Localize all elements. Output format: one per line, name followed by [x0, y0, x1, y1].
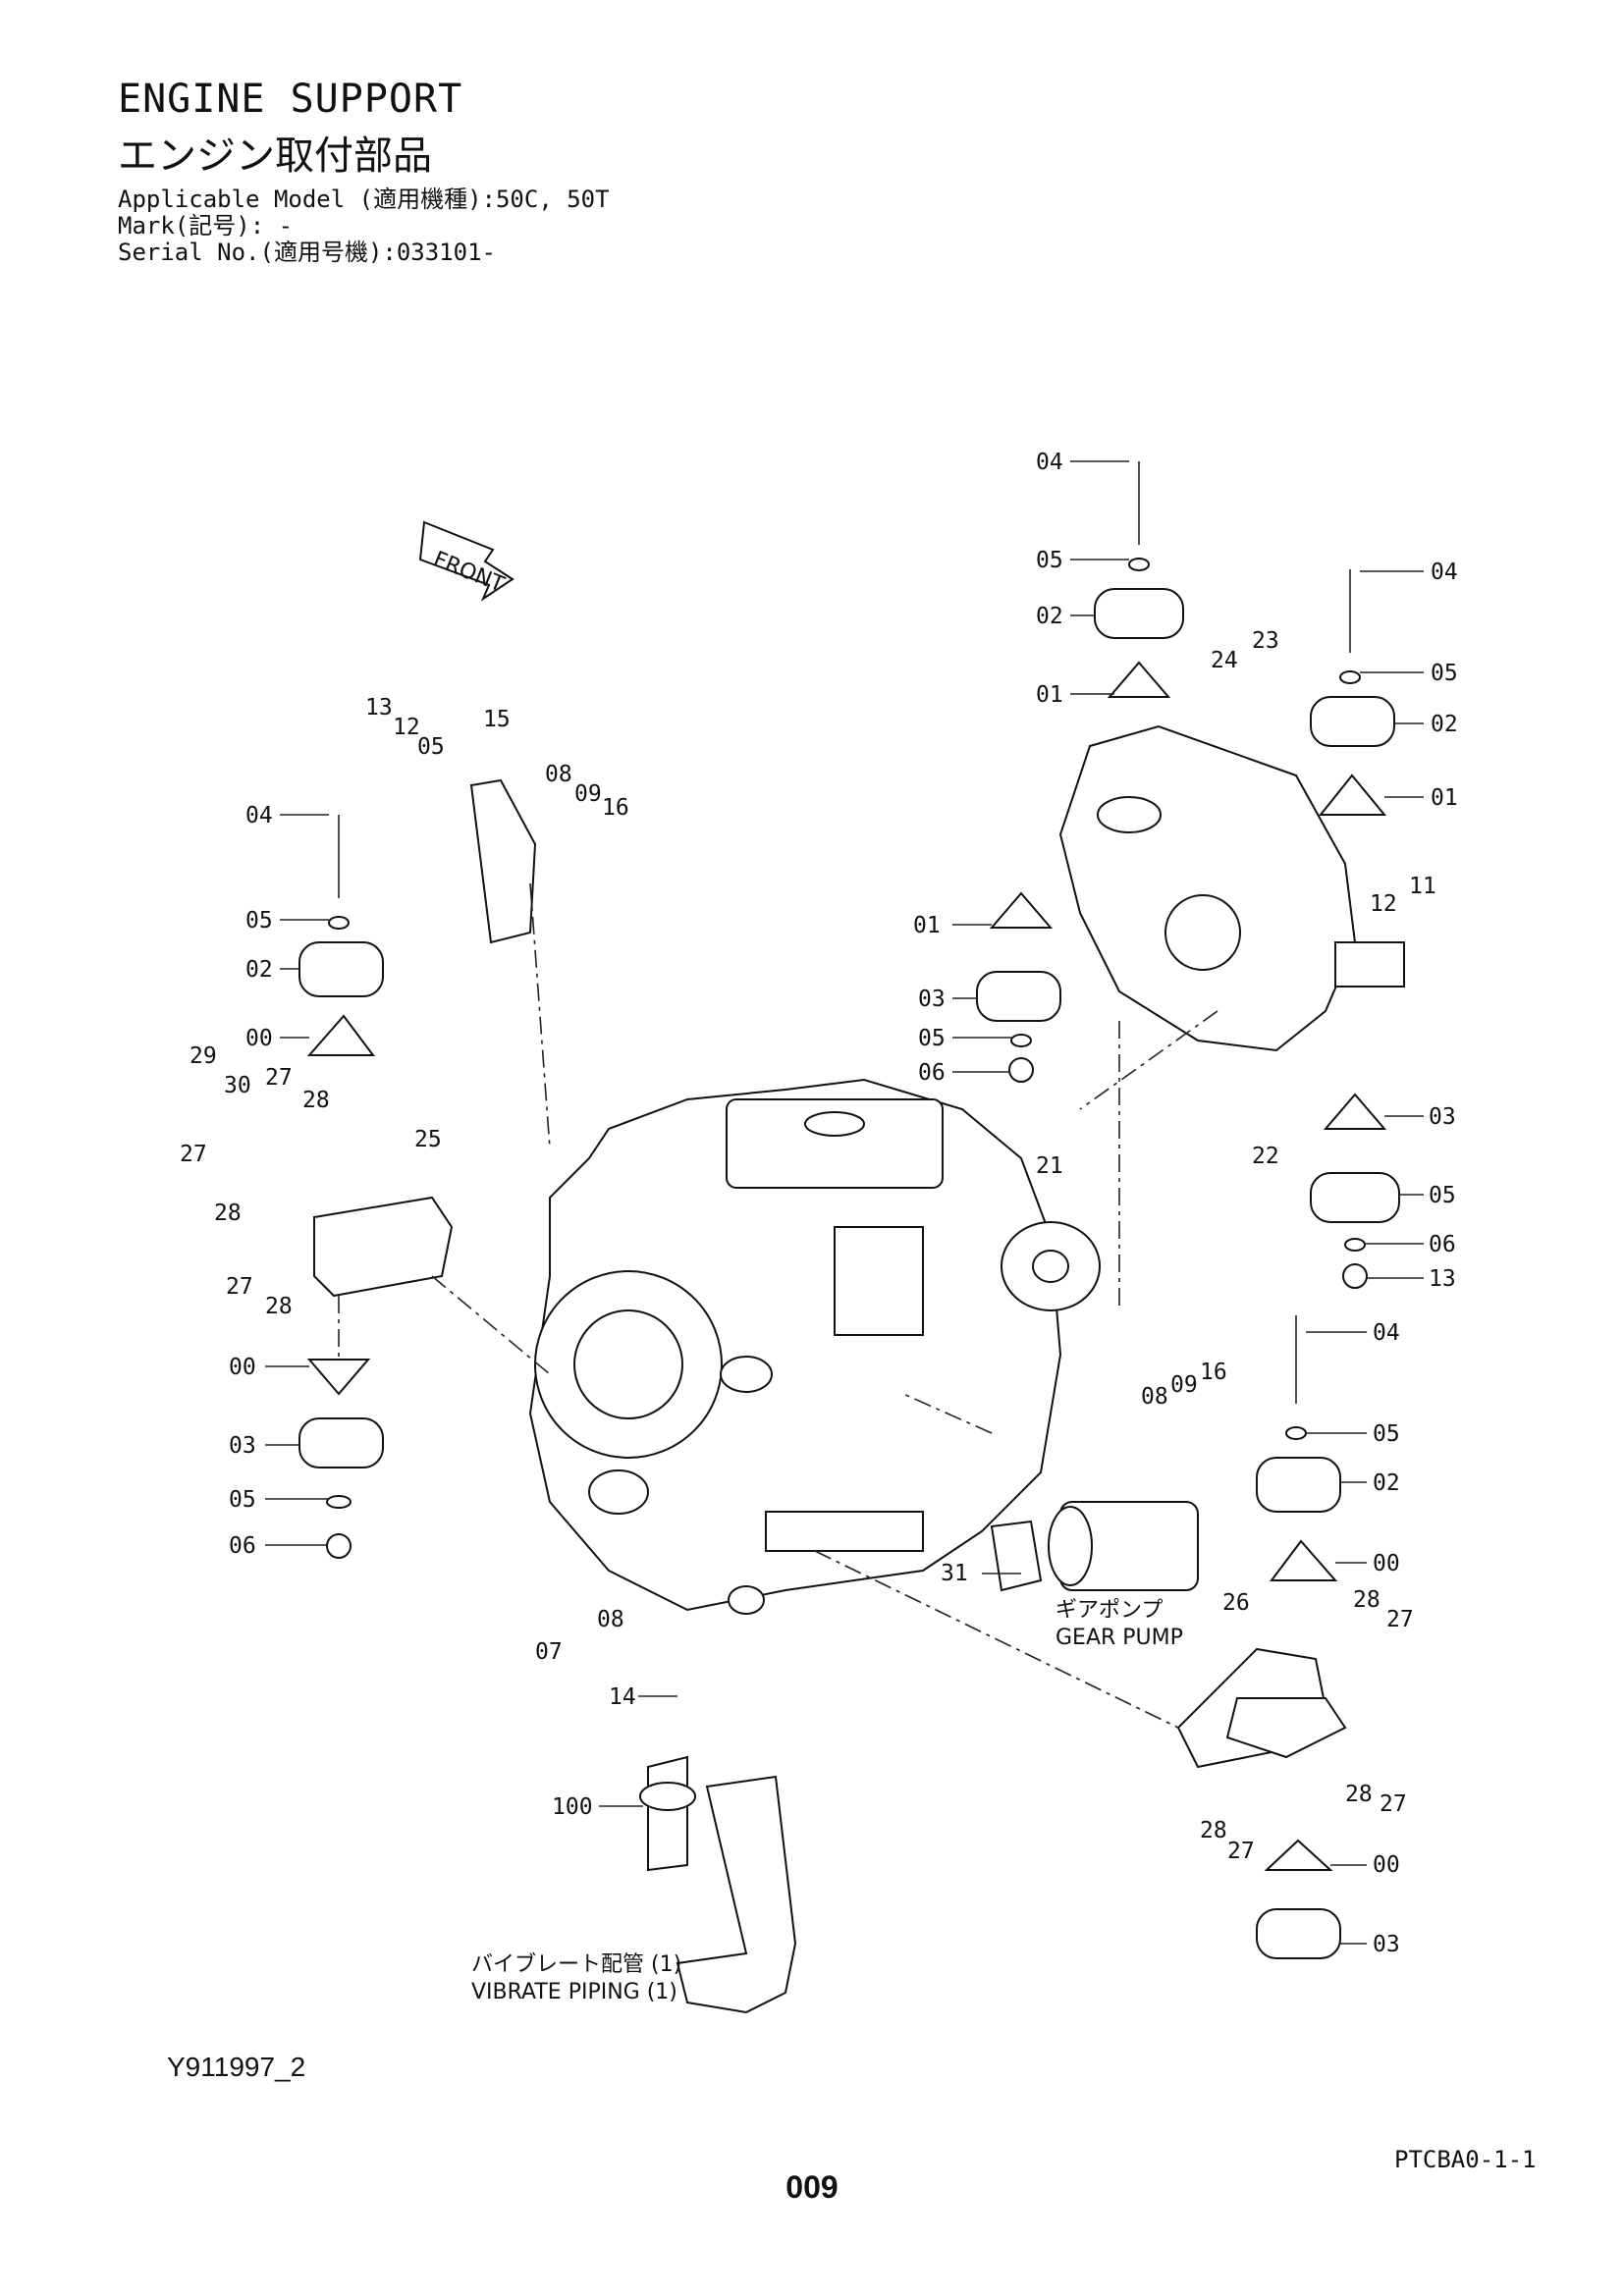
callout: 04: [245, 803, 273, 828]
callout: 31: [941, 1561, 968, 1586]
page-number: 009: [785, 2169, 839, 2205]
callout: 27: [1227, 1839, 1255, 1864]
callout-labels: 04 05 02 01 03 05 06 04 05 02 01 11 12 2…: [180, 450, 1458, 1957]
mount-stacks: [298, 461, 1400, 1959]
callout: 08: [545, 762, 572, 787]
callout: 04: [1431, 560, 1458, 585]
callout: 06: [1429, 1232, 1456, 1257]
gear-pump-en: GEAR PUMP: [1056, 1626, 1183, 1650]
callout: 16: [1200, 1360, 1227, 1385]
callout: 02: [245, 957, 273, 983]
callout: 28: [1200, 1818, 1227, 1843]
callout: 05: [918, 1026, 946, 1051]
callout: 04: [1373, 1320, 1400, 1346]
gear-pump-jp: ギアポンプ: [1056, 1598, 1163, 1623]
drawing-id: Y911997_2: [167, 2052, 306, 2082]
engine-block: [528, 1078, 1062, 1615]
callout: 13: [365, 695, 393, 721]
vibrate-piping-en: VIBRATE PIPING (1): [471, 1980, 677, 2004]
callout: 05: [1036, 548, 1063, 573]
callout: 04: [1036, 450, 1063, 475]
vibrate-piping: バイブレート配管 (1) VIBRATE PIPING (1): [471, 1755, 797, 2014]
callout: 28: [1353, 1587, 1380, 1613]
callout: 28: [265, 1294, 293, 1319]
callout: 05: [417, 734, 445, 760]
right-mount-plate: [1225, 1697, 1347, 1759]
callout: 05: [1373, 1421, 1400, 1447]
page-code: PTCBA0-1-1: [1394, 2146, 1537, 2173]
callout: 28: [302, 1088, 330, 1113]
callout: 06: [918, 1060, 946, 1086]
coupling-hub: [1032, 1250, 1069, 1283]
callout: 03: [1429, 1104, 1456, 1130]
callout: 16: [602, 795, 629, 821]
callout: 12: [393, 715, 420, 740]
callout: 27: [180, 1142, 207, 1167]
callout: 27: [1380, 1791, 1407, 1817]
callout: 09: [1170, 1372, 1198, 1398]
callout: 00: [1373, 1852, 1400, 1878]
callout: 22: [1252, 1144, 1279, 1169]
callout: 21: [1036, 1153, 1063, 1179]
callout: 15: [483, 707, 511, 732]
page-title-jp: エンジン取付部品: [118, 133, 432, 179]
callout: 00: [229, 1355, 256, 1380]
callout: 25: [414, 1127, 442, 1152]
callout: 05: [1431, 661, 1458, 686]
serial-number: Serial No.(適用号機):033101-: [118, 239, 496, 266]
flywheel-housing: [1058, 724, 1405, 1052]
callout: 03: [918, 987, 946, 1012]
callout: 02: [1431, 712, 1458, 737]
callout: 01: [1431, 785, 1458, 811]
callout: 05: [245, 908, 273, 934]
callout: 03: [229, 1433, 256, 1459]
callout: 02: [1373, 1470, 1400, 1496]
callout: 07: [535, 1639, 563, 1665]
callout: 06: [229, 1533, 256, 1559]
leader-lines: [265, 460, 1424, 1945]
callout: 23: [1252, 628, 1279, 654]
callout: 01: [1036, 682, 1063, 708]
gear-pump: ギアポンプ GEAR PUMP: [990, 1501, 1199, 1650]
mark-field: Mark(記号): -: [118, 212, 294, 240]
front-arrow-icon: FRONT: [418, 520, 514, 602]
callout: 12: [1370, 891, 1397, 917]
callout: 02: [1036, 604, 1063, 629]
callout: 00: [1373, 1551, 1400, 1576]
vibrate-piping-jp: バイブレート配管 (1): [471, 1952, 681, 1977]
callout: 27: [265, 1065, 293, 1091]
callout: 09: [574, 781, 602, 807]
bracket-15: [469, 778, 537, 944]
callout: 01: [913, 913, 941, 938]
callout: 05: [229, 1487, 256, 1513]
callout: 29: [189, 1043, 217, 1069]
callout: 03: [1373, 1932, 1400, 1957]
callout: 27: [226, 1274, 253, 1300]
callout: 08: [1141, 1384, 1168, 1410]
callout: 30: [224, 1073, 251, 1098]
callout: 28: [1345, 1782, 1373, 1807]
callout: 14: [609, 1684, 636, 1710]
callout: 00: [245, 1026, 273, 1051]
callout: 24: [1211, 648, 1238, 673]
applicable-model: Applicable Model (適用機種):50C, 50T: [118, 186, 610, 213]
callout: 26: [1222, 1590, 1250, 1616]
callout: 08: [597, 1607, 624, 1632]
callout: 11: [1409, 874, 1436, 899]
page-title-en: ENGINE SUPPORT: [118, 77, 463, 122]
callout: 27: [1386, 1607, 1414, 1632]
callout: 05: [1429, 1183, 1456, 1208]
callout: 28: [214, 1201, 242, 1226]
callout: 13: [1429, 1266, 1456, 1292]
callout: 100: [552, 1794, 593, 1820]
left-bracket: [313, 1196, 454, 1298]
